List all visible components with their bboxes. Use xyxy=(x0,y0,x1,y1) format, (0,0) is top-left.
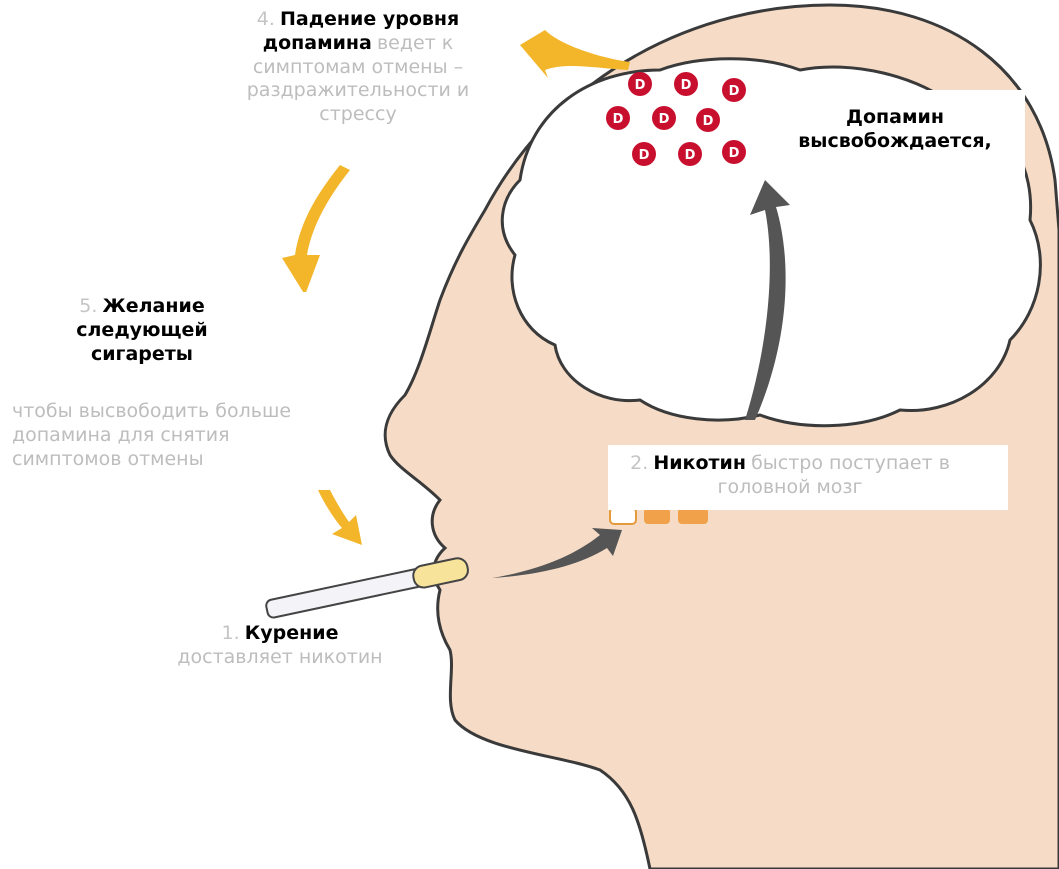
step-drop-label: 4. Падение уровня допамина ведет к симпт… xyxy=(228,8,488,127)
tooth xyxy=(678,508,708,524)
step-nicotine-label: 2. Никотин быстро поступает в головной м… xyxy=(600,452,980,500)
dopamine-dot: D xyxy=(678,142,702,166)
dopamine-dot: D xyxy=(652,106,676,130)
step-desire-label: 5. Желание следующей сигареты xyxy=(62,295,222,366)
step-desire-detail: чтобы высвободить больше допамина для сн… xyxy=(12,400,352,471)
dopamine-dot: D xyxy=(628,72,652,96)
arrow-to-mouth xyxy=(318,490,362,545)
svg-text:D: D xyxy=(685,148,696,163)
svg-text:D: D xyxy=(729,146,740,161)
step-smoking-label: 1. Курение доставляет никотин xyxy=(160,622,400,670)
dopamine-dot: D xyxy=(632,142,656,166)
tooth xyxy=(610,508,636,524)
dopamine-dot: D xyxy=(722,140,746,164)
svg-text:D: D xyxy=(729,84,740,99)
tooth xyxy=(644,508,670,524)
dopamine-dot: D xyxy=(696,108,720,132)
step-dopamine-label: Допамин высвобождается, xyxy=(790,106,1000,154)
dopamine-dot: D xyxy=(674,72,698,96)
svg-text:D: D xyxy=(681,78,692,93)
dopamine-dot: D xyxy=(722,78,746,102)
svg-text:D: D xyxy=(635,78,646,93)
dopamine-dot: D xyxy=(606,106,630,130)
svg-text:D: D xyxy=(659,112,670,127)
dopamine-cluster: D D D D D D D D D xyxy=(600,70,760,170)
svg-text:D: D xyxy=(639,148,650,163)
svg-text:D: D xyxy=(703,114,714,129)
svg-text:D: D xyxy=(613,112,624,127)
arrow-desire xyxy=(282,165,350,295)
